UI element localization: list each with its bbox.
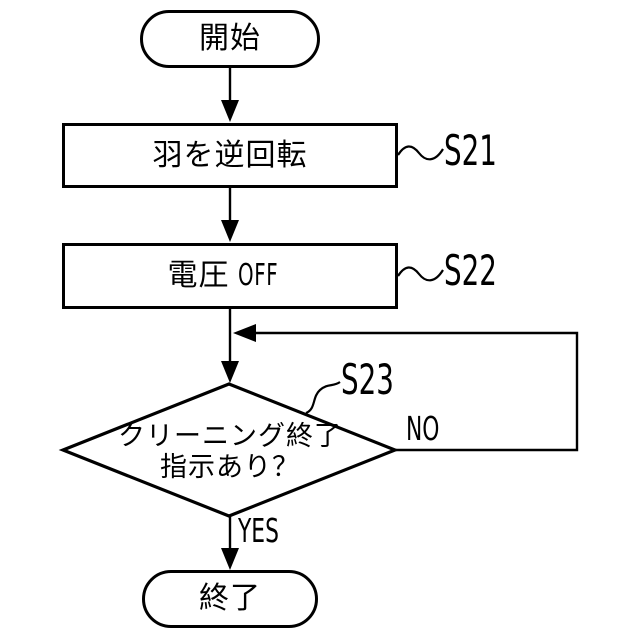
squiggle-s21 — [397, 145, 444, 161]
no-loop-path — [256, 331, 579, 452]
process-node-s21: 羽を逆回転 — [62, 123, 398, 188]
arrow-start-to-s21-head — [221, 100, 239, 122]
decision-s23-question-line1: クリーニング終了 — [118, 421, 342, 452]
squiggle-s23 — [305, 381, 341, 415]
end-node-label: 終了 — [199, 581, 261, 616]
process-s22-label-jp: 電圧 — [167, 258, 230, 293]
no-loop-arrowhead — [233, 324, 256, 342]
start-node-label: 開始 — [199, 21, 261, 56]
decision-s23-question: クリーニング終了 指示あり？ — [70, 421, 390, 483]
branch-label-no: NO — [406, 409, 440, 448]
branch-label-yes: YES — [238, 511, 279, 550]
arrow-s21-to-s22-head — [221, 220, 239, 242]
squiggle-s22 — [397, 266, 444, 282]
arrow-s22-to-s23-head — [221, 361, 239, 383]
process-node-s22: 電圧 OFF — [62, 243, 398, 309]
step-id-s22: S22 — [444, 246, 497, 295]
start-node: 開始 — [140, 10, 320, 68]
step-id-s21: S21 — [444, 126, 497, 175]
end-node: 終了 — [142, 570, 318, 628]
arrow-yes-to-end-head — [221, 548, 239, 570]
decision-s23-question-line2: 指示あり？ — [160, 452, 300, 483]
step-id-s23: S23 — [341, 355, 394, 404]
process-s21-label: 羽を逆回転 — [152, 137, 308, 173]
process-s22-label-latin: OFF — [237, 258, 278, 293]
